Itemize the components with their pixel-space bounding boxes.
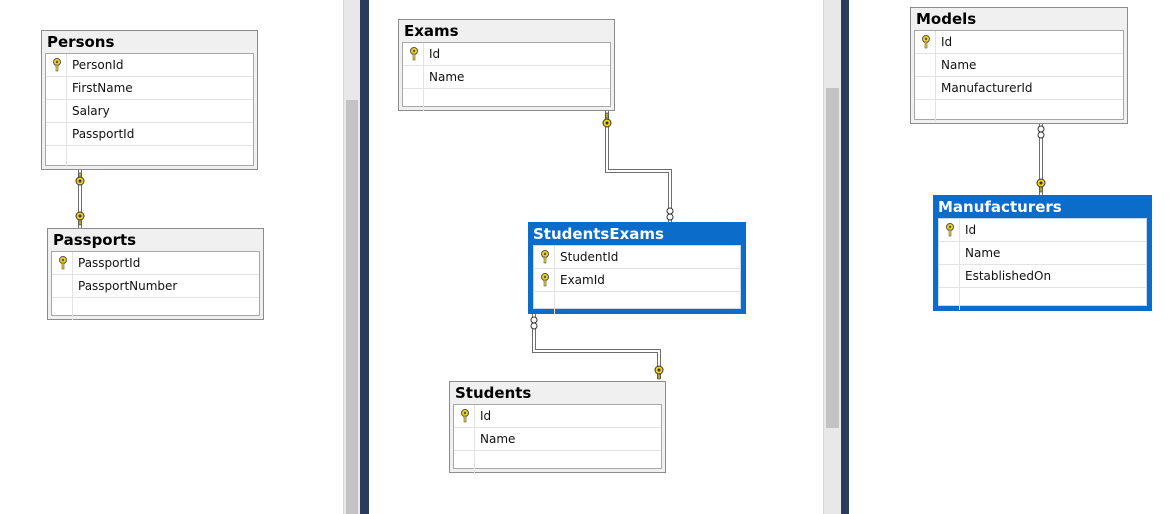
key-endpoint-icon (75, 211, 85, 226)
column-name: EstablishedOn (965, 269, 1052, 283)
table-title: Passports (53, 231, 137, 249)
middle-pane-scrollbar[interactable] (823, 0, 841, 514)
column-row[interactable]: Id (454, 405, 661, 428)
column-name: ExamId (560, 273, 605, 287)
column-row[interactable]: Name (939, 242, 1146, 265)
column-row[interactable]: Name (454, 428, 661, 451)
column-name: StudentId (560, 250, 619, 264)
column-row[interactable]: Salary (46, 100, 253, 123)
column-row[interactable]: PassportId (46, 123, 253, 146)
empty-row[interactable] (915, 100, 1123, 122)
column-name: PersonId (72, 58, 124, 72)
column-row[interactable]: ManufacturerId (915, 77, 1123, 100)
relationship-exams-studentsexams[interactable] (602, 110, 674, 222)
empty-row[interactable] (939, 288, 1146, 310)
column-row[interactable]: Name (403, 66, 610, 89)
column-grid: Id Name EstablishedOn (938, 218, 1147, 310)
column-grid: Id Name (402, 42, 611, 111)
table-title: Exams (404, 22, 459, 40)
column-name: Id (429, 47, 441, 61)
column-row[interactable]: PersonId (46, 54, 253, 77)
column-grid: StudentId ExamId (533, 245, 741, 314)
infinity-endpoint-icon (666, 207, 674, 221)
infinity-endpoint-icon (1037, 125, 1045, 139)
pane-divider-1[interactable] (360, 0, 369, 514)
table-title: Persons (47, 33, 115, 51)
column-row[interactable]: ExamId (534, 269, 740, 292)
table-passports[interactable]: Passports PassportId PassportNumber (47, 228, 264, 320)
table-manufacturers[interactable]: Manufacturers Id Name EstablishedOn (933, 195, 1152, 311)
left-pane-scrollbar-thumb[interactable] (346, 100, 358, 514)
table-exams[interactable]: Exams Id Name (398, 19, 615, 111)
table-studentsexams[interactable]: StudentsExams StudentId ExamId (528, 222, 746, 314)
column-name: Name (429, 70, 465, 84)
left-pane-scrollbar[interactable] (343, 0, 360, 514)
column-name: Name (941, 58, 977, 72)
table-title: Models (916, 10, 977, 28)
empty-row[interactable] (454, 451, 661, 473)
column-name: Name (965, 246, 1001, 260)
pane-divider-2[interactable] (841, 0, 849, 514)
column-grid: PersonId FirstName Salary PassportId (45, 53, 254, 168)
empty-row[interactable] (46, 146, 253, 168)
empty-row[interactable] (534, 292, 740, 314)
empty-row[interactable] (403, 89, 610, 111)
table-title: Students (455, 384, 532, 402)
column-row[interactable]: StudentId (534, 246, 740, 269)
column-grid: Id Name ManufacturerId (914, 30, 1124, 122)
relationship-persons-passports[interactable] (75, 170, 85, 230)
table-title: Manufacturers (938, 198, 1062, 216)
key-endpoint-icon (75, 172, 85, 186)
relationship-students-studentsexams[interactable] (530, 314, 664, 380)
primary-key-icon (53, 58, 61, 72)
table-persons[interactable]: Persons PersonId FirstName Salary Passpo… (41, 30, 258, 170)
column-name: Id (480, 409, 492, 423)
table-students[interactable]: Students Id Name (449, 381, 666, 473)
column-grid: Id Name (453, 404, 662, 473)
relationship-models-manufacturers[interactable] (1036, 123, 1046, 195)
column-row[interactable]: Id (403, 43, 610, 66)
key-endpoint-icon (602, 112, 612, 128)
primary-key-icon (922, 35, 930, 49)
column-name: PassportNumber (78, 279, 178, 293)
primary-key-icon (946, 223, 954, 237)
column-name: ManufacturerId (941, 81, 1033, 95)
column-row[interactable]: PassportId (52, 252, 259, 275)
primary-key-icon (410, 47, 418, 61)
column-name: FirstName (72, 81, 133, 95)
column-name: Id (941, 35, 953, 49)
column-row[interactable]: PassportNumber (52, 275, 259, 298)
primary-key-icon (541, 273, 549, 287)
column-row[interactable]: EstablishedOn (939, 265, 1146, 288)
empty-row[interactable] (52, 298, 259, 320)
column-name: PassportId (72, 127, 135, 141)
primary-key-icon (461, 409, 469, 423)
column-name: Name (480, 432, 516, 446)
column-grid: PassportId PassportNumber (51, 251, 260, 320)
column-name: Id (965, 223, 977, 237)
column-name: Salary (72, 104, 110, 118)
primary-key-icon (59, 256, 67, 270)
primary-key-icon (541, 250, 549, 264)
column-name: PassportId (78, 256, 141, 270)
column-row[interactable]: Name (915, 54, 1123, 77)
infinity-endpoint-icon (530, 316, 538, 330)
key-endpoint-icon (1036, 178, 1046, 193)
column-row[interactable]: Id (939, 219, 1146, 242)
column-row[interactable]: Id (915, 31, 1123, 54)
middle-pane-scrollbar-thumb[interactable] (826, 88, 839, 428)
table-title: StudentsExams (533, 225, 664, 243)
column-row[interactable]: FirstName (46, 77, 253, 100)
table-models[interactable]: Models Id Name ManufacturerId (910, 7, 1128, 124)
key-endpoint-icon (654, 365, 664, 380)
